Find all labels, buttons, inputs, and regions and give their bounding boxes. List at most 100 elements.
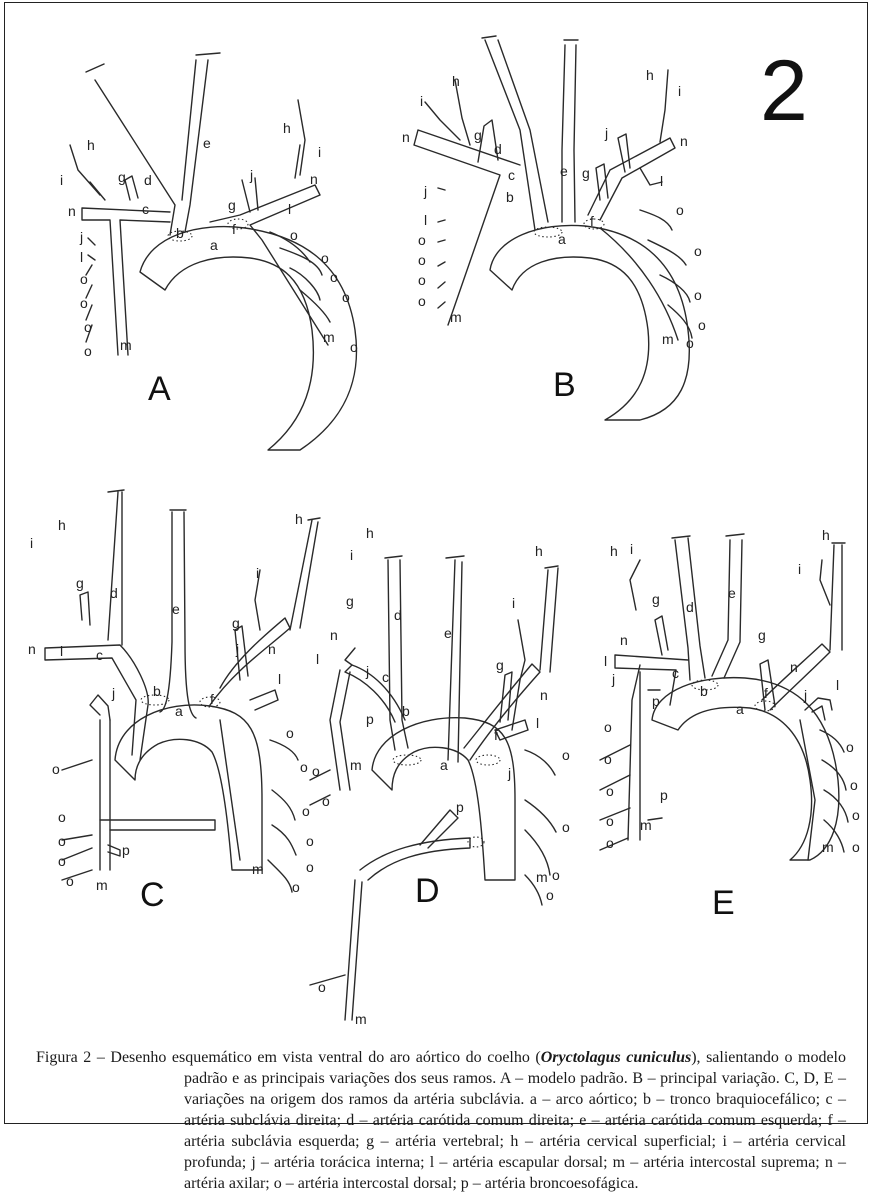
- branch-label-c: c: [142, 201, 149, 217]
- branch-label-g: g: [652, 591, 660, 607]
- branch-label-j: j: [365, 663, 369, 679]
- figure-caption: Figura 2 – Desenho esquemático em vista …: [36, 1047, 846, 1194]
- branch-label-m: m: [120, 337, 132, 353]
- branch-label-c: c: [672, 665, 679, 681]
- branch-label-g: g: [582, 165, 590, 181]
- branch-label-j: j: [79, 229, 83, 245]
- branch-label-m: m: [450, 309, 462, 325]
- branch-label-o: o: [694, 243, 702, 259]
- branch-label-o: o: [342, 289, 350, 305]
- branch-label-m: m: [96, 877, 108, 893]
- branch-label-n: n: [680, 133, 688, 149]
- branch-label-h: h: [535, 543, 543, 559]
- panel-d-drawing: a b c d e f g g h h i i j j l l m m m n …: [310, 525, 570, 1027]
- branch-label-h: h: [283, 120, 291, 136]
- branch-label-i: i: [798, 561, 801, 577]
- branch-label-o: o: [322, 793, 330, 809]
- branch-label-o: o: [850, 777, 858, 793]
- branch-label-c: c: [508, 167, 515, 183]
- branch-label-e: e: [172, 601, 180, 617]
- branch-label-j: j: [803, 687, 807, 703]
- branch-label-l: l: [604, 653, 607, 669]
- branch-label-n: n: [68, 203, 76, 219]
- branch-label-d: d: [144, 172, 152, 188]
- branch-label-o: o: [606, 813, 614, 829]
- branch-label-o: o: [58, 833, 66, 849]
- branch-label-a: a: [210, 237, 218, 253]
- branch-label-m: m: [252, 861, 264, 877]
- branch-label-o: o: [418, 272, 426, 288]
- branch-label-g: g: [76, 575, 84, 591]
- branch-label-i: i: [256, 565, 259, 581]
- branch-label-l: l: [60, 643, 63, 659]
- branch-label-o: o: [300, 759, 308, 775]
- branch-label-i: i: [30, 535, 33, 551]
- branch-label-h: h: [452, 73, 460, 89]
- branch-label-i: i: [60, 172, 63, 188]
- branch-label-o: o: [418, 252, 426, 268]
- branch-label-o: o: [66, 873, 74, 889]
- branch-label-j: j: [604, 125, 608, 141]
- branch-label-o: o: [286, 725, 294, 741]
- branch-label-m: m: [355, 1011, 367, 1027]
- branch-label-h: h: [610, 543, 618, 559]
- branch-label-m: m: [640, 817, 652, 833]
- branch-label-d: d: [686, 599, 694, 615]
- branch-label-b: b: [700, 683, 708, 699]
- branch-label-f: f: [494, 727, 498, 743]
- branch-label-f: f: [590, 213, 594, 229]
- caption-lead: Desenho esquemático em vista ventral do …: [110, 1049, 540, 1066]
- panel-label-b: B: [553, 366, 576, 404]
- panel-label-e: E: [712, 884, 735, 922]
- branch-label-l: l: [316, 651, 319, 667]
- branch-label-i: i: [678, 83, 681, 99]
- branch-label-o: o: [321, 250, 329, 266]
- branch-label-j: j: [249, 167, 253, 183]
- branch-label-o: o: [312, 763, 320, 779]
- branch-label-b: b: [402, 703, 410, 719]
- branch-label-b: b: [176, 225, 184, 241]
- branch-label-o: o: [604, 719, 612, 735]
- branch-label-a: a: [558, 231, 566, 247]
- branch-label-a: a: [736, 701, 744, 717]
- branch-label-o: o: [52, 761, 60, 777]
- branch-label-o: o: [852, 839, 860, 855]
- branch-label-i: i: [512, 595, 515, 611]
- panel-c-drawing: a b c d e f g g h h i i j j l l m m n n …: [28, 490, 320, 895]
- branch-label-o: o: [330, 269, 338, 285]
- branch-label-o: o: [58, 809, 66, 825]
- branch-label-g: g: [496, 657, 504, 673]
- branch-label-m: m: [536, 869, 548, 885]
- panel-label-c: C: [140, 876, 165, 914]
- branch-label-p: p: [652, 693, 660, 709]
- branch-label-f: f: [764, 685, 768, 701]
- panel-a-drawing: a b c d e f g g h h i i j j l l m m n n …: [60, 53, 358, 450]
- caption-prefix: Figura 2 –: [36, 1049, 110, 1066]
- branch-label-o: o: [302, 803, 310, 819]
- branch-label-o: o: [546, 887, 554, 903]
- branch-label-g: g: [758, 627, 766, 643]
- branch-label-b: b: [153, 683, 161, 699]
- branch-label-o: o: [80, 295, 88, 311]
- branch-label-l: l: [424, 212, 427, 228]
- branch-label-a: a: [440, 757, 448, 773]
- branch-label-l: l: [836, 677, 839, 693]
- branch-label-o: o: [292, 879, 300, 895]
- branch-label-i: i: [420, 93, 423, 109]
- branch-label-i: i: [318, 144, 321, 160]
- branch-label-g: g: [228, 197, 236, 213]
- branch-label-l: l: [278, 671, 281, 687]
- branch-label-l: l: [80, 249, 83, 265]
- branch-label-l: l: [536, 715, 539, 731]
- branch-label-o: o: [552, 867, 560, 883]
- branch-label-o: o: [686, 335, 694, 351]
- caption-species: Oryctolagus cuniculus: [541, 1049, 691, 1066]
- branch-label-o: o: [698, 317, 706, 333]
- branch-label-d: d: [494, 141, 502, 157]
- branch-label-o: o: [418, 232, 426, 248]
- branch-label-o: o: [606, 835, 614, 851]
- branch-label-o: o: [80, 271, 88, 287]
- panel-label-a: A: [148, 370, 171, 408]
- branch-label-m: m: [662, 331, 674, 347]
- branch-label-c: c: [382, 669, 389, 685]
